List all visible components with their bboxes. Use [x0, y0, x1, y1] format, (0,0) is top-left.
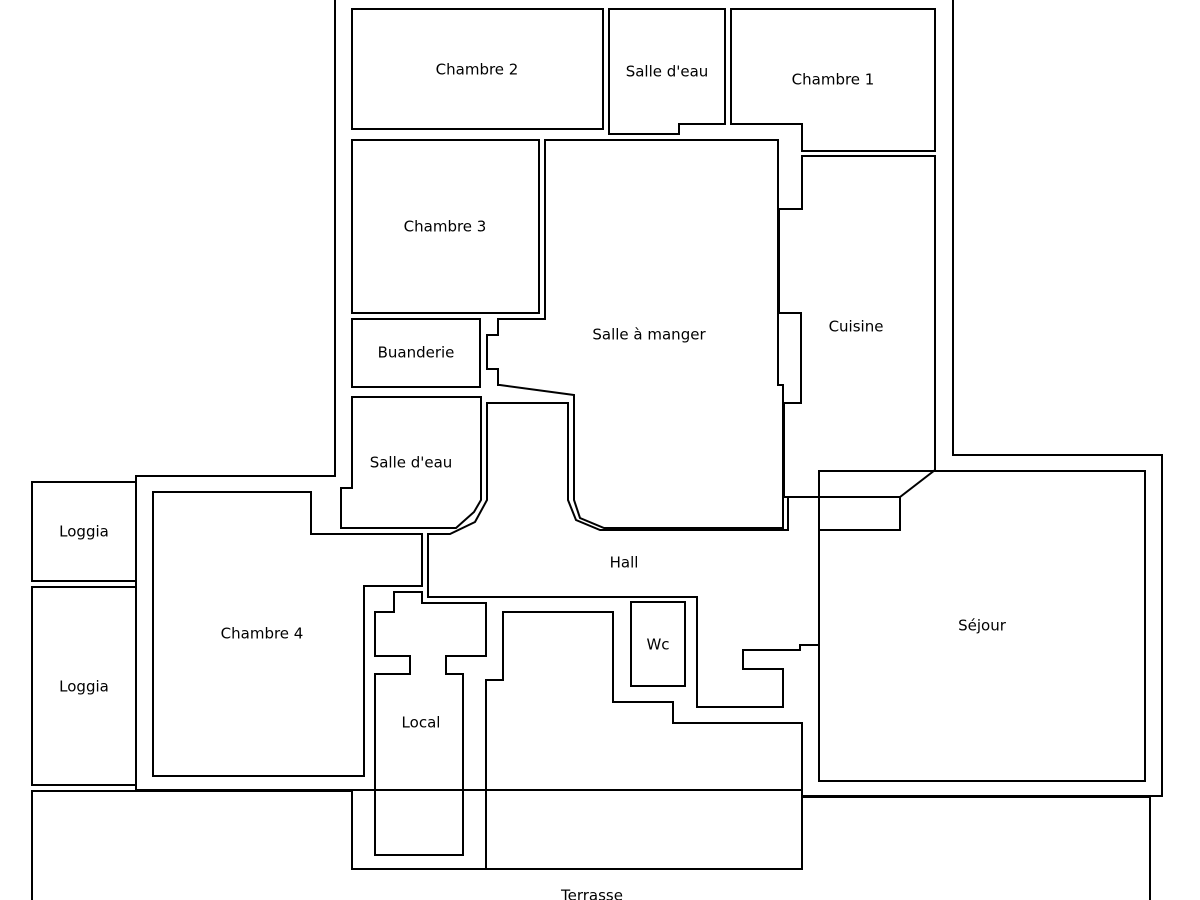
chambre-1-outline: [730, 8, 936, 152]
local-label: Local: [402, 714, 441, 732]
loggia-1-label: Loggia: [59, 523, 109, 541]
sejour-outline: [818, 470, 1146, 782]
salle-a-manger-label: Salle à manger: [592, 326, 706, 344]
chambre-2-label: Chambre 2: [436, 61, 519, 79]
wc-outline: [630, 601, 686, 687]
hall-outline: [427, 402, 901, 708]
salle-a-manger-outline: [486, 139, 784, 529]
salle-deau-top-outline: [608, 8, 726, 135]
sejour-label: Séjour: [958, 617, 1007, 635]
salle-deau-top-label: Salle d'eau: [626, 63, 709, 81]
loggia-2-label: Loggia: [59, 678, 109, 696]
hall-label: Hall: [610, 554, 639, 572]
buanderie-outline: [351, 318, 481, 388]
wc-label: Wc: [646, 636, 669, 654]
chambre-3-label: Chambre 3: [404, 218, 487, 236]
cuisine-label: Cuisine: [829, 318, 884, 336]
terrasse-outline: [31, 790, 1151, 900]
chambre-4-label: Chambre 4: [221, 625, 304, 643]
local-outline: [374, 591, 487, 856]
chambre-2-outline: [351, 8, 604, 130]
outer-wall: [135, 0, 1163, 797]
lower-central-outline: [485, 611, 803, 870]
salle-deau-mid-outline: [340, 396, 482, 529]
chambre-3-outline: [351, 139, 540, 314]
chambre-4-outline: [152, 491, 423, 777]
loggia-2-outline: [31, 586, 137, 786]
chambre-1-label: Chambre 1: [792, 71, 875, 89]
salle-deau-mid-label: Salle d'eau: [370, 454, 453, 472]
cuisine-outline: [778, 155, 936, 498]
loggia-1-outline: [31, 481, 137, 582]
terrasse-label: Terrasse: [560, 887, 623, 900]
buanderie-label: Buanderie: [378, 344, 455, 362]
